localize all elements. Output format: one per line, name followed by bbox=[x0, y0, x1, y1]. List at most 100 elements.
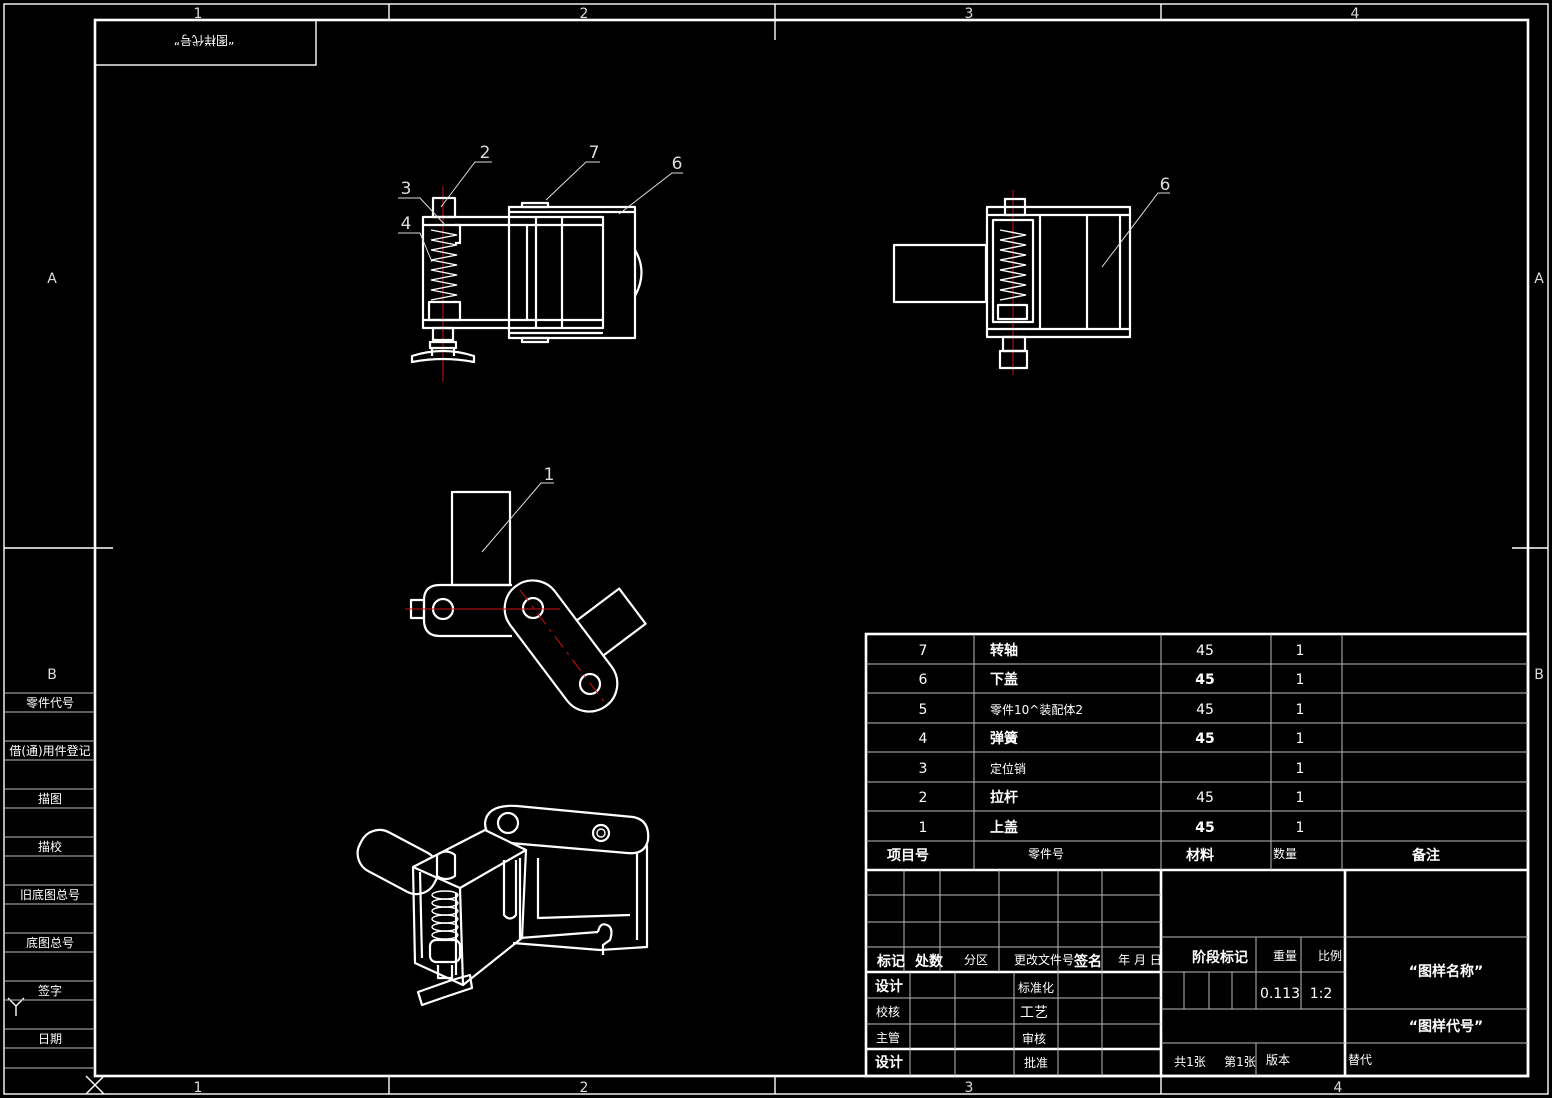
parts-list-row: 1 上盖 45 1 bbox=[919, 819, 1305, 836]
zone-bottom-3: 3 bbox=[965, 1080, 974, 1096]
zone-top-3: 3 bbox=[965, 6, 974, 22]
drawing-code: “图样代号” bbox=[1409, 1018, 1483, 1035]
part-item-no: 4 bbox=[919, 731, 928, 747]
part-name: 拉杆 bbox=[990, 789, 1018, 806]
part-item-no: 1 bbox=[919, 820, 928, 836]
part-name: 转轴 bbox=[990, 642, 1018, 659]
part-material: 45 bbox=[1196, 790, 1214, 806]
drawing-name: “图样名称” bbox=[1409, 963, 1483, 980]
part-quantity: 1 bbox=[1296, 761, 1305, 777]
zone-top-1: 1 bbox=[194, 6, 203, 22]
left-column-label: 描图 bbox=[38, 792, 62, 806]
left-column-label: 零件代号 bbox=[26, 696, 74, 710]
left-column-label: 旧底图总号 bbox=[20, 887, 80, 902]
header-part-no: 零件号 bbox=[1028, 847, 1064, 861]
parts-list-row: 5 零件10^装配体2 45 1 bbox=[919, 702, 1305, 718]
role-approve: 批准 bbox=[1024, 1055, 1048, 1070]
corner-code-box: “图样代号” bbox=[94, 19, 317, 66]
role-design: 设计 bbox=[875, 978, 903, 995]
zone-top-4: 4 bbox=[1351, 6, 1360, 22]
rev-date-label: 年 月 日 bbox=[1118, 953, 1162, 967]
zone-bottom-2: 2 bbox=[580, 1080, 589, 1096]
part-name: 零件10^装配体2 bbox=[990, 703, 1083, 717]
version-label: 版本 bbox=[1266, 1053, 1290, 1067]
part-material: 45 bbox=[1196, 702, 1214, 718]
view-side: 6 bbox=[892, 175, 1171, 375]
part-material: 45 bbox=[1196, 643, 1214, 659]
part-quantity: 1 bbox=[1296, 643, 1305, 659]
stage-mark-label: 阶段标记 bbox=[1192, 949, 1248, 966]
title-block: 标记 处数 分区 更改文件号 签名 年 月 日 设计 校核 主管 设计 标准化 … bbox=[875, 949, 1483, 1071]
balloon-3: 3 bbox=[401, 179, 412, 199]
parts-list-grid bbox=[864, 632, 1530, 1078]
role-check: 校核 bbox=[876, 1004, 900, 1019]
part-name: 上盖 bbox=[990, 819, 1018, 836]
part-item-no: 6 bbox=[919, 672, 928, 688]
balloon-1: 1 bbox=[544, 465, 555, 485]
part-quantity: 1 bbox=[1296, 702, 1305, 718]
left-column-label: 底图总号 bbox=[26, 935, 74, 950]
parts-list-row: 2 拉杆 45 1 bbox=[919, 789, 1305, 806]
rev-zone-label: 分区 bbox=[964, 953, 988, 967]
part-name: 弹簧 bbox=[990, 730, 1018, 747]
scale-label: 比例 bbox=[1318, 949, 1342, 963]
zone-top-2: 2 bbox=[580, 6, 589, 22]
parts-list-row: 7 转轴 45 1 bbox=[919, 642, 1305, 659]
zone-right-a: A bbox=[1534, 271, 1544, 287]
rev-doc-label: 更改文件号 bbox=[1014, 952, 1074, 967]
view-top: 1 bbox=[405, 465, 647, 713]
zone-right-b: B bbox=[1534, 667, 1544, 683]
part-quantity: 1 bbox=[1296, 672, 1305, 688]
sheets-total: 共1张 bbox=[1174, 1055, 1206, 1069]
scale-value: 1:2 bbox=[1310, 986, 1333, 1002]
part-material: 45 bbox=[1195, 820, 1214, 836]
header-remark: 备注 bbox=[1411, 847, 1440, 864]
sheet-frame bbox=[3, 3, 1549, 1095]
replace-label: 替代 bbox=[1348, 1053, 1372, 1067]
role-design-2: 设计 bbox=[875, 1054, 903, 1071]
corner-code-label: “图样代号” bbox=[174, 33, 234, 48]
rev-sign-label: 签名 bbox=[1073, 953, 1102, 970]
zone-bottom-1: 1 bbox=[194, 1080, 203, 1096]
zone-labels: 1 2 3 4 1 2 3 4 A B A B bbox=[47, 6, 1544, 1096]
part-item-no: 7 bbox=[919, 643, 928, 659]
spring-coil bbox=[430, 229, 458, 301]
weight-value: 0.113 bbox=[1260, 986, 1300, 1002]
spring-coil-iso bbox=[431, 890, 459, 940]
left-column-label: 签字 bbox=[38, 983, 62, 998]
part-quantity: 1 bbox=[1296, 790, 1305, 806]
header-item-no: 项目号 bbox=[887, 848, 929, 864]
header-material: 材料 bbox=[1186, 847, 1214, 864]
title-block-grid bbox=[866, 870, 1528, 1076]
part-item-no: 3 bbox=[919, 761, 928, 777]
part-quantity: 1 bbox=[1296, 731, 1305, 747]
view-front: 2 3 4 7 6 bbox=[398, 143, 683, 382]
balloon-2: 2 bbox=[480, 143, 491, 163]
left-column-label: 借(通)用件登记 bbox=[9, 743, 90, 758]
part-name: 下盖 bbox=[990, 671, 1018, 688]
header-quantity: 数量 bbox=[1273, 846, 1297, 861]
sheet-number: 第1张 bbox=[1224, 1055, 1256, 1069]
part-item-no: 2 bbox=[919, 790, 928, 806]
parts-list-header: 项目号 零件号 材料 数量 备注 bbox=[887, 846, 1440, 864]
role-review: 审核 bbox=[1022, 1031, 1046, 1046]
part-item-no: 5 bbox=[919, 702, 928, 718]
view-isometric bbox=[356, 804, 650, 1007]
left-column-label: 描校 bbox=[38, 839, 62, 854]
zone-bottom-4: 4 bbox=[1334, 1080, 1343, 1096]
parts-list-row: 4 弹簧 45 1 bbox=[919, 730, 1305, 747]
part-name: 定位销 bbox=[990, 761, 1026, 776]
balloon-6-side: 6 bbox=[1160, 175, 1171, 195]
part-material: 45 bbox=[1195, 731, 1214, 747]
role-standardization: 标准化 bbox=[1018, 981, 1054, 995]
parts-list-row: 3 定位销 1 bbox=[919, 761, 1305, 777]
balloon-4: 4 bbox=[401, 214, 412, 234]
zone-left-a: A bbox=[47, 271, 57, 287]
balloon-6: 6 bbox=[672, 154, 683, 174]
parts-list: 7 转轴 45 1 6 下盖 45 1 5 零件10^装配体2 45 1 4 弹簧 45 1 3 定位销 1 2 拉杆 4… bbox=[919, 642, 1305, 836]
part-quantity: 1 bbox=[1296, 820, 1305, 836]
balloon-7: 7 bbox=[589, 143, 600, 163]
